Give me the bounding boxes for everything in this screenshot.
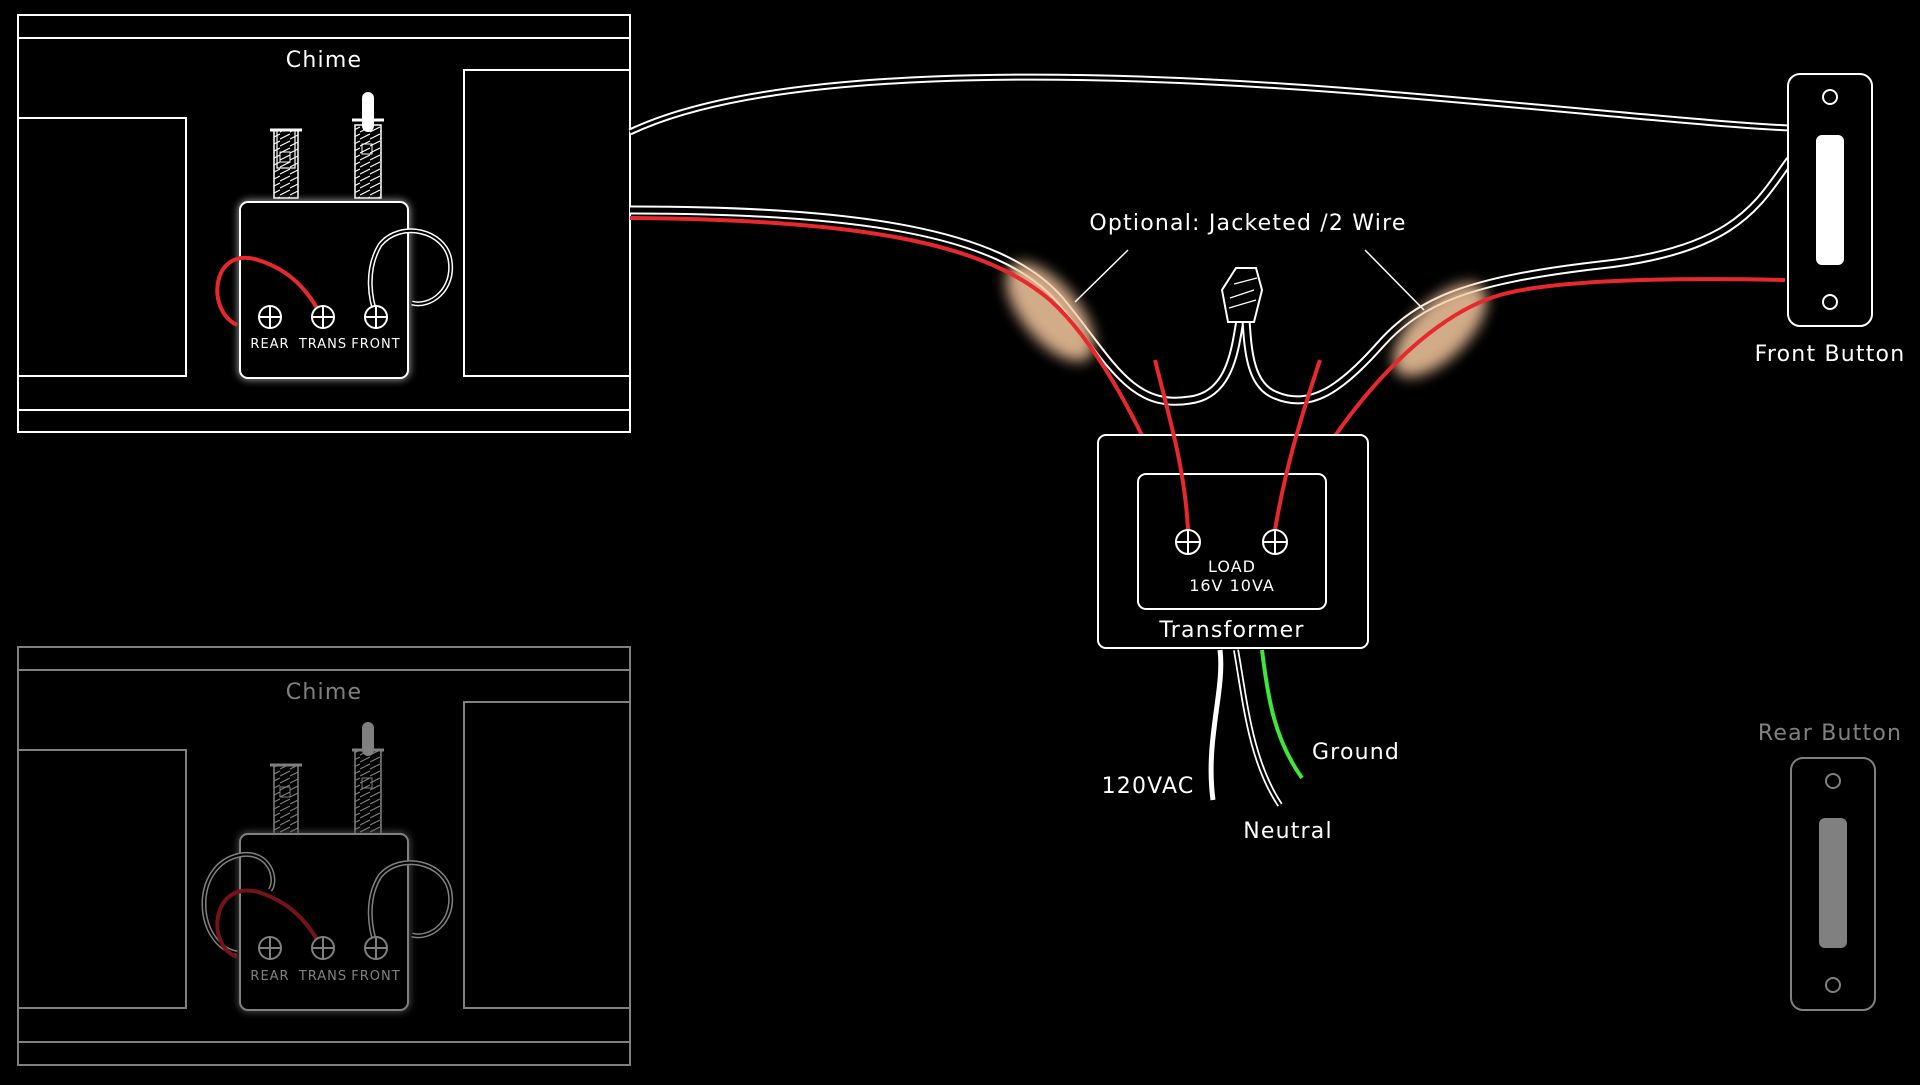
leader-line-right [1364,249,1425,311]
chime-top-terminal-block [239,201,409,379]
screw-terminal-icon [258,305,282,329]
front-button[interactable]: Front Button [1755,73,1906,367]
chime-plunger-icon [352,92,384,199]
chime-bottom: Chime [17,646,631,1066]
optional-wire-label: Optional: Jacketed /2 Wire [1089,211,1406,236]
leader-line-left [1074,249,1129,303]
screw-terminal-icon [364,305,388,329]
screw-terminal-icon [1175,529,1201,555]
terminal-trans-label-2: TRANS [298,969,347,984]
transformer-label: Transformer [1158,618,1304,643]
terminal-trans-label: TRANS [298,337,347,352]
screw-terminal-icon [1262,529,1288,555]
jacket-glow-left [1005,262,1095,362]
front-button-label: Front Button [1755,342,1906,367]
ground-lead [1260,649,1304,780]
left-cable [629,205,1245,406]
screw-terminal-icon [311,936,335,960]
terminal-rear-label: REAR [250,337,289,352]
terminal-front-label-2: FRONT [351,969,400,984]
screw-terminal-icon [258,936,282,960]
rear-button[interactable]: Rear Button [1758,721,1902,1011]
neutral-lead [1233,649,1283,807]
transformer: LOAD 16V 10VA Transformer [1097,359,1369,649]
screw-terminal-icon [364,936,388,960]
chime-top-title: Chime [286,48,362,73]
chime-plunger-icon [352,722,384,846]
chime-top: Chime [17,14,631,433]
hot-lead-120vac [1208,649,1224,801]
terminal-front-label: FRONT [351,337,400,352]
right-cable [1241,157,1794,405]
jacket-glow-right [1393,283,1487,377]
chime-plunger-icon [270,128,302,199]
neutral-label: Neutral [1243,819,1333,844]
chime-top-left-panel [17,117,187,377]
load-label: LOAD [1208,557,1256,576]
screw-terminal-icon [311,305,335,329]
chime-to-button-cable [628,73,1791,136]
chime-top-right-panel [463,69,631,377]
chime-top-red-jumper [215,255,324,327]
vac-label: 120VAC [1102,774,1195,799]
rear-button-label: Rear Button [1758,721,1902,746]
load-rating-label: 16V 10VA [1189,576,1275,595]
wire-nut-icon [1220,267,1264,323]
chime-bottom-title: Chime [286,680,362,705]
terminal-rear-label-2: REAR [250,969,289,984]
ground-label: Ground [1312,740,1400,765]
